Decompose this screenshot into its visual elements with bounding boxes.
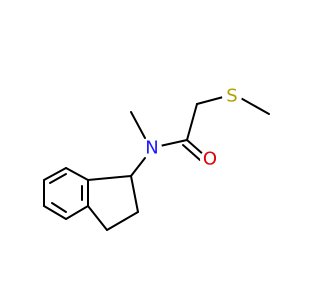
bond-c3-c3a [87, 205, 108, 231]
bond-n-methyl [130, 111, 146, 139]
molecule-canvas: S O N [43, 85, 270, 231]
bond-aromatic-inner-2 [49, 173, 67, 184]
oxygen-label: O [203, 149, 217, 170]
atom-labels: S O N [142, 86, 242, 170]
bonds [43, 95, 270, 231]
bond-c2-c3 [106, 211, 139, 231]
bond-c4-c3a [65, 205, 89, 220]
bond-c1-c2 [130, 175, 139, 213]
bond-c7a-c7 [65, 167, 89, 181]
structure-diagram: S O N [43, 86, 270, 231]
bond-s-ch2 [196, 95, 228, 105]
bond-c7-c6 [43, 167, 67, 181]
bond-ch2-carbonyl [186, 103, 198, 141]
bond-ch3-s [236, 95, 270, 115]
bond-c5-c4 [43, 205, 67, 220]
bond-carbonyl-o-1 [186, 139, 205, 156]
bond-carbonyl-o-2 [182, 144, 201, 161]
bond-aromatic-inner-3 [51, 202, 67, 213]
sulfur-atom: S [222, 86, 242, 107]
oxygen-atom: O [200, 149, 220, 170]
bond-n-c1 [130, 157, 146, 177]
bond-c7a-c1 [87, 175, 132, 181]
sulfur-label: S [226, 86, 237, 107]
bond-carbonyl-n [159, 139, 188, 147]
nitrogen-atom: N [142, 138, 162, 159]
nitrogen-label: N [145, 138, 158, 159]
